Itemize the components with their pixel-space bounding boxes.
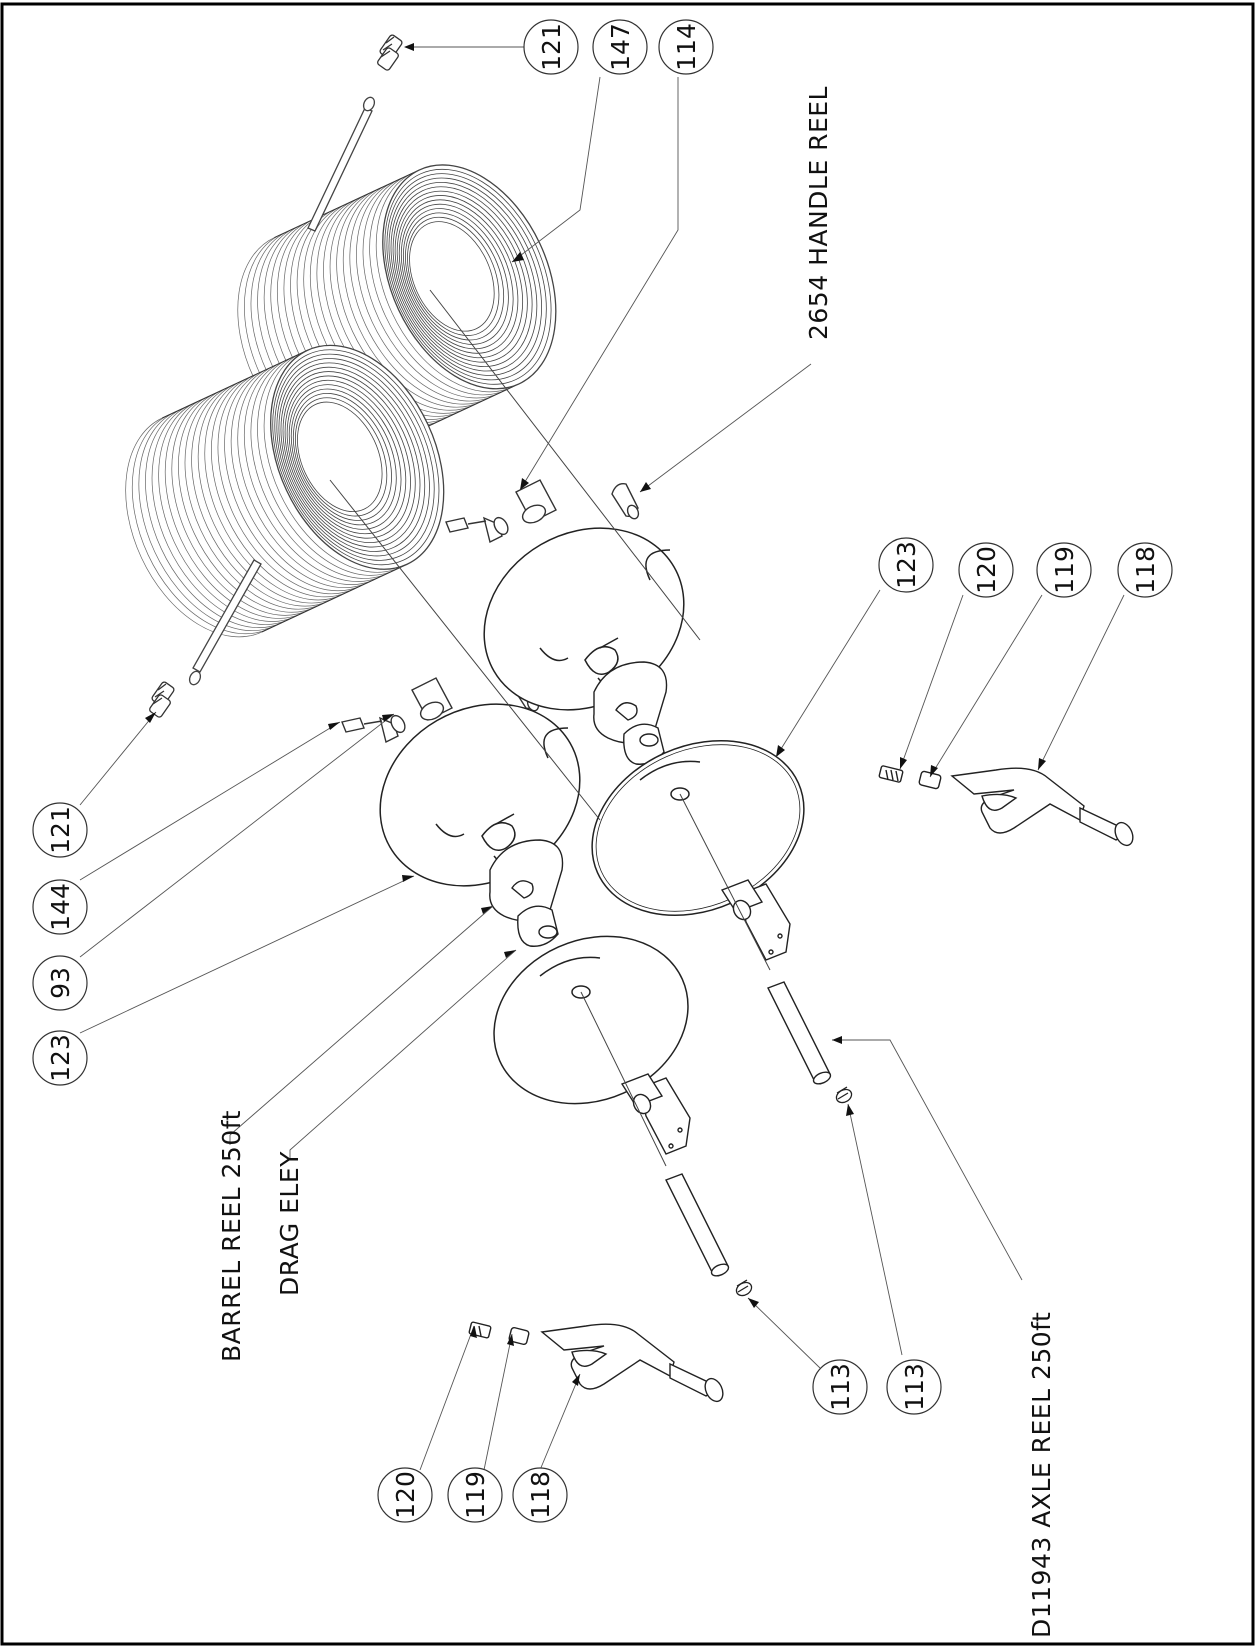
callout-123-left: 123 — [32, 1030, 88, 1086]
label-barrel-reel: BARREL REEL 250ft — [217, 1110, 246, 1362]
callout-118-bottom-text: 118 — [526, 1471, 555, 1519]
drum-hub-upper — [593, 661, 668, 765]
leader-lines — [79, 46, 1125, 1471]
callout-113-b-text: 113 — [900, 1363, 929, 1411]
hose-tail-bottom — [188, 559, 262, 686]
assembly-centerlines — [329, 289, 771, 1167]
handle-knob-2654 — [611, 483, 640, 520]
hose-coil-barrel — [125, 344, 445, 638]
callout-121-left: 121 — [32, 802, 88, 858]
spray-gun-118-bottom — [468, 1321, 724, 1403]
callout-119-bottom: 119 — [447, 1467, 503, 1523]
label-handle-reel-text: 2654 HANDLE REEL — [804, 86, 833, 340]
callout-147-text: 147 — [606, 23, 635, 71]
callout-144-text: 144 — [46, 883, 75, 931]
label-handle-reel: 2654 HANDLE REEL — [804, 86, 833, 340]
callout-113-a: 113 — [812, 1359, 868, 1415]
callout-120-right: 120 — [958, 542, 1014, 598]
callout-118-bottom: 118 — [512, 1467, 568, 1523]
callout-144: 144 — [32, 879, 88, 935]
fitting-121-top — [377, 34, 403, 71]
axle-bracket-lower — [620, 1073, 691, 1155]
fitting-121-left — [149, 681, 175, 718]
callout-93-text: 93 — [46, 967, 75, 999]
swivel-93 — [341, 677, 453, 744]
callout-113-b: 113 — [886, 1359, 942, 1415]
callout-123-right-text: 123 — [892, 541, 921, 589]
callout-93: 93 — [32, 955, 88, 1011]
label-axle-reel-text: D11943 AXLE REEL 250ft — [1027, 1312, 1056, 1638]
nut-113-b — [835, 1086, 853, 1104]
callout-120-right-text: 120 — [972, 546, 1001, 594]
drum-hub-barrel — [489, 839, 564, 947]
callout-119-right-text: 119 — [1050, 546, 1079, 594]
hose-tail-top — [307, 96, 376, 232]
callout-121-left-text: 121 — [46, 806, 75, 854]
spray-gun-118-right — [878, 765, 1134, 847]
reel-disc-123-right — [591, 739, 805, 917]
callout-147: 147 — [592, 19, 648, 75]
label-barrel-reel-text: BARREL REEL 250ft — [217, 1110, 246, 1362]
callout-118-right-text: 118 — [1131, 546, 1160, 594]
callout-113-a-text: 113 — [826, 1363, 855, 1411]
callout-121-top-text: 121 — [537, 23, 566, 71]
axle-tube-lower — [665, 1173, 730, 1277]
axle-bracket-right — [720, 879, 791, 961]
nut-113-a — [735, 1279, 753, 1297]
callout-114: 114 — [658, 19, 714, 75]
callout-123-left-text: 123 — [46, 1034, 75, 1082]
callout-121-top: 121 — [523, 19, 579, 75]
axle-tube-right — [767, 981, 832, 1085]
callout-114-text: 114 — [672, 23, 701, 71]
callout-119-right: 119 — [1036, 542, 1092, 598]
callout-120-bottom-text: 120 — [391, 1471, 420, 1519]
label-drag-eley: DRAG ELEY — [275, 1151, 304, 1296]
callout-118-right: 118 — [1117, 542, 1173, 598]
label-axle-reel: D11943 AXLE REEL 250ft — [1027, 1312, 1056, 1638]
swivel-114 — [445, 479, 557, 544]
hose-coil-147 — [237, 164, 557, 457]
label-drag-eley-text: DRAG ELEY — [275, 1151, 304, 1296]
callout-123-right: 123 — [878, 537, 934, 593]
callout-119-bottom-text: 119 — [461, 1471, 490, 1519]
callout-120-bottom: 120 — [377, 1467, 433, 1523]
leader-arrowheads — [145, 43, 1046, 1386]
